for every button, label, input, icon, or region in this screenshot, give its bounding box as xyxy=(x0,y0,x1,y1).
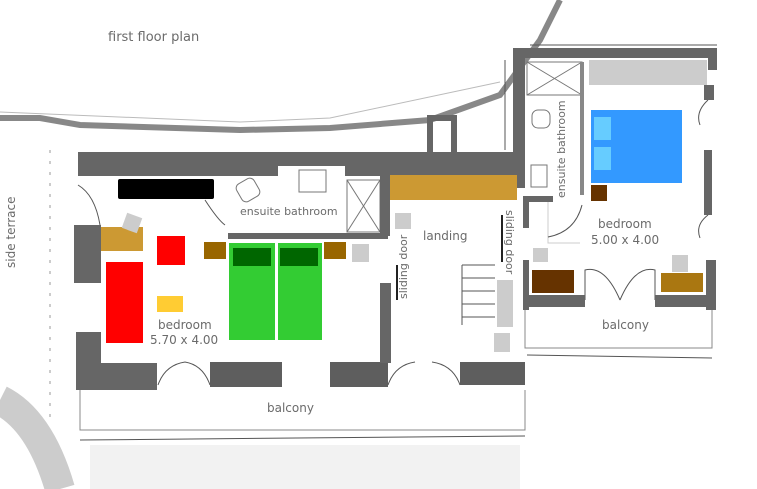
label-side-terrace: side terrace xyxy=(4,196,18,268)
label-ensuite-left: ensuite bathroom xyxy=(240,205,338,218)
wall xyxy=(708,48,717,70)
pillow xyxy=(594,117,611,140)
wall xyxy=(380,283,391,363)
nightstand xyxy=(204,242,226,259)
plan-title: first floor plan xyxy=(108,30,200,45)
wall xyxy=(460,362,525,385)
wardrobe xyxy=(589,60,707,85)
label-bedroom-right-size: 5.00 x 4.00 xyxy=(591,233,660,247)
wardrobe xyxy=(118,179,214,199)
wall xyxy=(330,362,388,387)
wall xyxy=(278,152,345,166)
pillow xyxy=(594,147,611,170)
pillow xyxy=(233,248,271,266)
french-door-swing xyxy=(157,361,211,386)
balcony-outline xyxy=(79,390,526,431)
lower-ground xyxy=(90,445,520,489)
chimney xyxy=(427,115,457,152)
stool xyxy=(395,213,411,229)
french-door-swing xyxy=(387,361,461,386)
wall xyxy=(523,196,553,202)
wall xyxy=(706,260,716,310)
shower-tray-left xyxy=(346,179,381,233)
door-swing xyxy=(547,204,583,238)
label-ensuite-right: ensuite bathroom xyxy=(555,100,568,198)
shower-tray-right xyxy=(526,61,583,96)
window-swing xyxy=(698,99,709,239)
wall xyxy=(513,48,525,188)
terrace-shade xyxy=(0,386,75,489)
wall xyxy=(345,152,515,176)
label-bedroom-left-size: 5.70 x 4.00 xyxy=(150,333,219,347)
landing-shelf xyxy=(390,175,517,200)
sofa xyxy=(106,262,143,343)
partition xyxy=(580,62,584,195)
wall xyxy=(704,150,712,215)
door-swing xyxy=(204,199,226,226)
door-frame xyxy=(547,200,580,244)
label-landing: landing xyxy=(423,229,468,243)
wall xyxy=(380,176,390,236)
wall xyxy=(523,260,529,310)
toilet-right xyxy=(531,109,551,129)
desk xyxy=(532,270,574,293)
stool xyxy=(533,248,548,262)
nightstand xyxy=(324,242,346,259)
bench xyxy=(497,280,513,327)
wall xyxy=(523,295,585,307)
dresser xyxy=(661,273,703,292)
boundary-line xyxy=(0,81,501,123)
french-door-swing xyxy=(584,268,656,301)
stool xyxy=(494,333,510,352)
door-swing xyxy=(77,184,101,226)
basin-right xyxy=(530,164,548,188)
label-bedroom-right: bedroom xyxy=(598,217,652,231)
wall xyxy=(704,85,714,100)
wall xyxy=(210,362,282,387)
wall xyxy=(74,225,101,283)
balcony-outline xyxy=(524,310,713,349)
pillow xyxy=(280,248,318,266)
wall xyxy=(655,295,710,307)
coffee-table xyxy=(157,296,183,312)
stool xyxy=(672,255,688,272)
label-sliding-door-left: sliding door xyxy=(397,234,410,299)
basin-left xyxy=(298,169,327,193)
label-sliding-door-right: sliding door xyxy=(503,210,516,275)
label-balcony-right: balcony xyxy=(602,318,649,332)
dimension-line-bottom xyxy=(79,435,526,441)
toilet-left xyxy=(235,177,261,203)
boundary-wall xyxy=(0,0,563,134)
label-balcony-bottom: balcony xyxy=(267,401,314,415)
label-bedroom-left: bedroom xyxy=(158,318,212,332)
wall xyxy=(523,200,529,228)
stool xyxy=(352,244,369,262)
wall xyxy=(513,48,717,58)
wall xyxy=(78,152,278,176)
wall xyxy=(76,363,157,390)
sliding-door-track xyxy=(396,215,503,300)
nightstand xyxy=(591,185,607,201)
staircase xyxy=(461,264,495,325)
dimension-line-right xyxy=(526,354,713,359)
armchair xyxy=(157,236,185,265)
wall xyxy=(228,233,388,239)
